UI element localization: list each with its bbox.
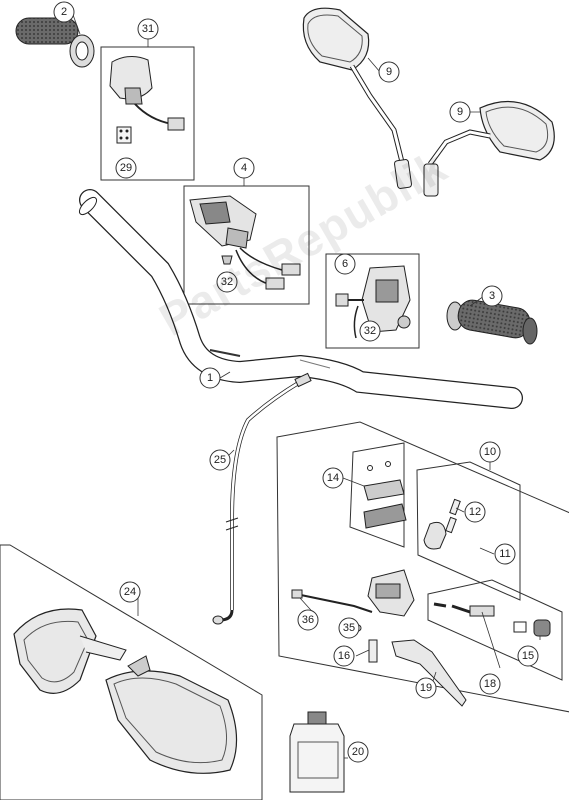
callout-label: 18 — [484, 678, 496, 690]
callout-label: 6 — [342, 258, 348, 270]
callout-2: 2 — [53, 1, 75, 23]
callout-label: 20 — [352, 746, 364, 758]
callout-9-right: 9 — [449, 101, 471, 123]
callout-label: 1 — [207, 372, 213, 384]
callout-18: 16 — [333, 645, 355, 667]
callout-10: 10 — [479, 441, 501, 463]
callout-19: 19 — [415, 677, 437, 699]
callout-31: 31 — [137, 18, 159, 40]
callout-16: 18 — [479, 673, 501, 695]
callout-3: 3 — [481, 285, 503, 307]
callout-12: 12 — [464, 501, 486, 523]
callout-4: 4 — [233, 157, 255, 179]
callout-14: 14 — [322, 467, 344, 489]
callout-15: 15 — [517, 645, 539, 667]
callout-20: 25 — [209, 449, 231, 471]
cable-20-part — [212, 372, 312, 625]
fluid-container-24-part — [289, 711, 345, 793]
group-box-25 — [0, 544, 263, 801]
group-box-6 — [325, 253, 420, 349]
group-box-4 — [183, 185, 310, 305]
group-box-31 — [100, 46, 195, 181]
master-cylinder-part — [291, 569, 551, 707]
callout-label: 14 — [327, 472, 339, 484]
callout-label: 35 — [343, 622, 355, 634]
callout-label: 29 — [120, 162, 132, 174]
callout-label: 4 — [241, 162, 247, 174]
callout-25: 24 — [119, 581, 141, 603]
group-box-16 — [427, 579, 563, 681]
callout-6: 6 — [334, 253, 356, 275]
callout-1: 1 — [199, 367, 221, 389]
callout-32-left: 32 — [216, 271, 238, 293]
callout-label: 32 — [221, 276, 233, 288]
switch-6-part — [335, 265, 411, 339]
group-box-10 — [276, 421, 569, 713]
handguards-25-part — [13, 608, 238, 774]
callout-9-left: 9 — [378, 61, 400, 83]
handlebar-part — [78, 189, 523, 409]
callout-label: 15 — [522, 650, 534, 662]
callout-label: 16 — [338, 650, 350, 662]
callout-label: 24 — [124, 586, 136, 598]
callout-label: 25 — [214, 454, 226, 466]
cover-14-part — [363, 461, 407, 529]
switch-31-part — [109, 56, 185, 144]
mirror-left-part — [302, 7, 412, 189]
callout-label: 12 — [469, 506, 481, 518]
callout-29: 29 — [115, 157, 137, 179]
right-grip-part — [446, 299, 538, 345]
callout-label: 36 — [302, 614, 314, 626]
mirror-right-part — [423, 101, 555, 197]
callout-36: 36 — [297, 609, 319, 631]
group-box-14 — [349, 442, 405, 548]
callout-32-right: 32 — [359, 320, 381, 342]
callout-label: 3 — [489, 290, 495, 302]
callout-label: 9 — [386, 66, 392, 78]
callout-label: 11 — [499, 548, 510, 560]
clamp-11-part — [423, 498, 461, 550]
callout-24: 20 — [347, 741, 369, 763]
callout-label: 31 — [142, 23, 154, 35]
group-box-11 — [416, 461, 521, 601]
callout-35: 35 — [338, 617, 360, 639]
switch-4-part — [189, 195, 301, 290]
callout-label: 10 — [484, 446, 496, 458]
left-grip-part — [15, 17, 95, 68]
callout-label: 2 — [61, 6, 67, 18]
callout-label: 19 — [420, 682, 432, 694]
callout-label: 32 — [364, 325, 376, 337]
callout-label: 9 — [457, 106, 463, 118]
callout-11: 11 — [494, 543, 516, 565]
